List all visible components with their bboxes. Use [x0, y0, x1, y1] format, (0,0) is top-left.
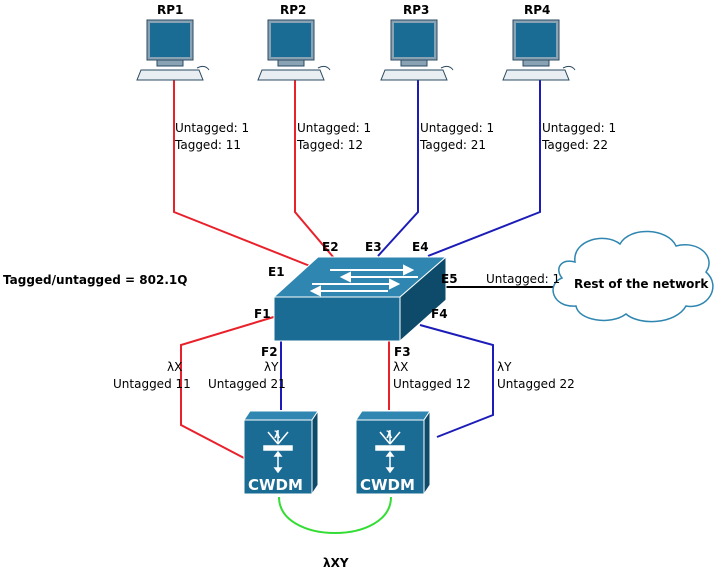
lambda-f2: λY [264, 360, 279, 374]
pc-rp1 [136, 19, 210, 81]
switch [272, 255, 448, 343]
port-label-f2: F2 [261, 345, 278, 359]
link-f1-cwdm-left [180, 312, 288, 459]
cwdm-label-left: CWDM [248, 476, 303, 494]
pc-label-rp3: RP3 [403, 3, 429, 17]
port-label-f1: F1 [254, 307, 271, 321]
lambda-glyph-right: λ [386, 430, 393, 441]
pc-label-rp2: RP2 [280, 3, 306, 17]
port-label-f4: F4 [431, 307, 448, 321]
protocol-note: Tagged/untagged = 802.1Q [3, 273, 187, 287]
vlan-f3: Untagged 12 [393, 377, 471, 391]
vlan-tagged-rp4: Tagged: 22 [541, 138, 608, 152]
vlan-tagged-rp2: Tagged: 12 [296, 138, 363, 152]
pc-rp3 [380, 19, 454, 81]
computer-icon [136, 19, 210, 81]
port-label-e1: E1 [268, 265, 285, 279]
link-rp2-e2 [294, 80, 335, 259]
link-rp1-e1 [173, 80, 321, 271]
pc-label-rp4: RP4 [524, 3, 550, 17]
vlan-untagged-rp2: Untagged: 1 [297, 121, 371, 135]
pc-rp4 [502, 19, 576, 81]
link-rp4-e4 [427, 80, 541, 257]
computer-icon [502, 19, 576, 81]
port-label-e5: E5 [441, 272, 458, 286]
vlan-f2: Untagged 21 [208, 377, 286, 391]
lambda-f4: λY [497, 360, 512, 374]
vlan-untagged-rp1: Untagged: 1 [175, 121, 249, 135]
vlan-f1: Untagged 11 [113, 377, 191, 391]
wdm-mux-icon [375, 430, 405, 474]
pc-label-rp1: RP1 [157, 3, 183, 17]
switch-arrows-icon [309, 264, 418, 297]
network-link-label: Untagged: 1 [486, 272, 560, 286]
fiber-label: λXY [323, 556, 349, 570]
vlan-untagged-rp4: Untagged: 1 [542, 121, 616, 135]
vlan-f4: Untagged 22 [497, 377, 575, 391]
port-label-e4: E4 [412, 240, 429, 254]
wdm-mux-icon [263, 430, 293, 474]
vlan-untagged-rp3: Untagged: 1 [420, 121, 494, 135]
vlan-tagged-rp3: Tagged: 21 [419, 138, 486, 152]
port-label-e2: E2 [322, 240, 339, 254]
vlan-tagged-rp1: Tagged: 11 [174, 138, 241, 152]
computer-icon [257, 19, 331, 81]
computer-icon [380, 19, 454, 81]
link-rp3-e3 [377, 80, 419, 257]
port-label-f3: F3 [394, 345, 411, 359]
link-f4-cwdm-right [419, 324, 494, 438]
port-label-e3: E3 [365, 240, 382, 254]
lambda-f1: λX [167, 360, 182, 374]
cwdm-device-left: λ CWDM [243, 409, 319, 496]
cwdm-device-right: λ CWDM [355, 409, 431, 496]
cwdm-label-right: CWDM [360, 476, 415, 494]
lambda-f3: λX [393, 360, 408, 374]
cloud-label: Rest of the network [574, 277, 709, 291]
fiber-link [278, 496, 392, 534]
cloud-icon [552, 230, 714, 323]
pc-rp2 [257, 19, 331, 81]
lambda-glyph-left: λ [274, 430, 281, 441]
